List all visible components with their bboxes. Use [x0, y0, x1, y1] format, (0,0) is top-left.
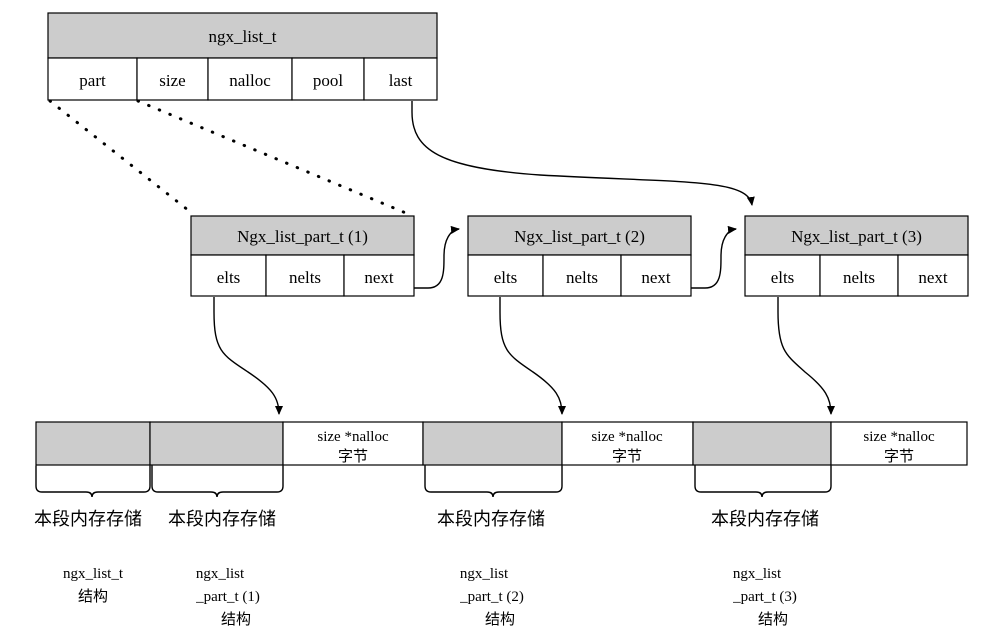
ngx-list-t-header-box: [47, 12, 438, 59]
memory-cell-struct-part-1: [149, 421, 284, 466]
caption-3-line2: _part_t (2): [459, 589, 524, 605]
elts-pointer-arrow-2: [499, 297, 566, 415]
dotted-connector-part-right: [136, 99, 415, 218]
memory-cell-data-3: [830, 421, 968, 466]
caption-3-line1: ngx_list: [460, 566, 509, 582]
brace-label-4: 本段内存存储: [711, 509, 819, 529]
part-2-field-label-nelts: nelts: [566, 268, 598, 287]
caption-1-line2: 结构: [78, 588, 108, 605]
part-struct-3: Ngx_list_part_t (3) elts nelts next: [744, 215, 969, 297]
part-3-field-box-elts[interactable]: [744, 254, 821, 297]
part-3-field-label-next: next: [918, 268, 948, 287]
memory-cell-data-1: [282, 421, 424, 466]
field-box-pool[interactable]: [291, 57, 365, 101]
part-2-header-box: [467, 215, 692, 256]
field-label-last: last: [389, 71, 413, 90]
part-3-field-box-nelts[interactable]: [819, 254, 899, 297]
caption-2: ngx_list _part_t (1) 结构: [195, 566, 260, 628]
caption-2-line1: ngx_list: [196, 566, 245, 582]
caption-4-line2: _part_t (3): [732, 589, 797, 605]
part-2-field-label-elts: elts: [494, 268, 518, 287]
memory-cell-data-1-line1: size *nalloc: [317, 429, 389, 445]
caption-1-line1: ngx_list_t: [63, 566, 124, 582]
part-1-field-label-elts: elts: [217, 268, 241, 287]
brace-3: [424, 465, 563, 498]
part-1-field-box-nelts[interactable]: [265, 254, 345, 297]
memory-cell-data-3-line2: 字节: [884, 448, 914, 465]
ngx-list-t-struct: ngx_list_t part size nalloc pool last: [47, 12, 438, 101]
next-pointer-arrow-2-to-3: [691, 225, 737, 289]
part-2-field-box-elts[interactable]: [467, 254, 544, 297]
memory-cell-data-3-line1: size *nalloc: [863, 429, 935, 445]
dotted-connector-part-left: [48, 99, 195, 216]
part-3-field-box-next[interactable]: [897, 254, 969, 297]
brace-4: [694, 465, 832, 498]
memory-cell-data-1-line2: 字节: [338, 448, 368, 465]
part-struct-2: Ngx_list_part_t (2) elts nelts next: [467, 215, 692, 297]
part-3-field-label-elts: elts: [771, 268, 795, 287]
caption-3: ngx_list _part_t (2) 结构: [459, 566, 524, 628]
caption-3-line3: 结构: [485, 611, 515, 628]
ngx-list-t-header-label: ngx_list_t: [208, 27, 276, 46]
elts-pointer-arrow-3: [777, 297, 835, 415]
part-2-header-label: Ngx_list_part_t (2): [514, 227, 645, 246]
field-label-part: part: [79, 71, 106, 90]
part-1-field-label-nelts: nelts: [289, 268, 321, 287]
memory-cell-struct-part-2: [422, 421, 563, 466]
field-box-part[interactable]: [47, 57, 138, 101]
brace-1: [35, 465, 151, 498]
caption-2-line3: 结构: [221, 611, 251, 628]
memory-strip: size *nalloc 字节 size *nalloc 字节 size *na…: [35, 421, 968, 466]
part-3-header-label: Ngx_list_part_t (3): [791, 227, 922, 246]
caption-4-line1: ngx_list: [733, 566, 782, 582]
field-label-pool: pool: [313, 71, 344, 90]
part-1-field-box-next[interactable]: [343, 254, 415, 297]
field-box-size[interactable]: [136, 57, 209, 101]
memory-cell-struct-list: [35, 421, 151, 466]
part-1-header-label: Ngx_list_part_t (1): [237, 227, 368, 246]
caption-1: ngx_list_t 结构: [63, 566, 124, 605]
caption-2-line2: _part_t (1): [195, 589, 260, 605]
brace-label-3: 本段内存存储: [437, 509, 545, 529]
part-struct-1: Ngx_list_part_t (1) elts nelts next: [190, 215, 415, 297]
next-pointer-arrow-1-to-2: [414, 225, 460, 289]
caption-4-line3: 结构: [758, 611, 788, 628]
caption-4: ngx_list _part_t (3) 结构: [732, 566, 797, 628]
part-3-field-label-nelts: nelts: [843, 268, 875, 287]
field-box-last[interactable]: [363, 57, 438, 101]
brace-2: [151, 465, 284, 498]
brace-label-1: 本段内存存储: [34, 509, 142, 529]
part-1-field-box-elts[interactable]: [190, 254, 267, 297]
last-pointer-arrow: [411, 101, 755, 206]
field-label-nalloc: nalloc: [229, 71, 271, 90]
brace-label-2: 本段内存存储: [168, 509, 276, 529]
memory-cell-data-2-line2: 字节: [612, 448, 642, 465]
part-2-field-box-next[interactable]: [620, 254, 692, 297]
field-label-size: size: [159, 71, 185, 90]
elts-pointer-arrow-1: [213, 297, 283, 415]
part-2-field-box-nelts[interactable]: [542, 254, 622, 297]
part-1-field-label-next: next: [364, 268, 394, 287]
memory-cell-struct-part-3: [692, 421, 832, 466]
memory-cell-data-2: [561, 421, 694, 466]
memory-cell-data-2-line1: size *nalloc: [591, 429, 663, 445]
part-2-field-label-next: next: [641, 268, 671, 287]
